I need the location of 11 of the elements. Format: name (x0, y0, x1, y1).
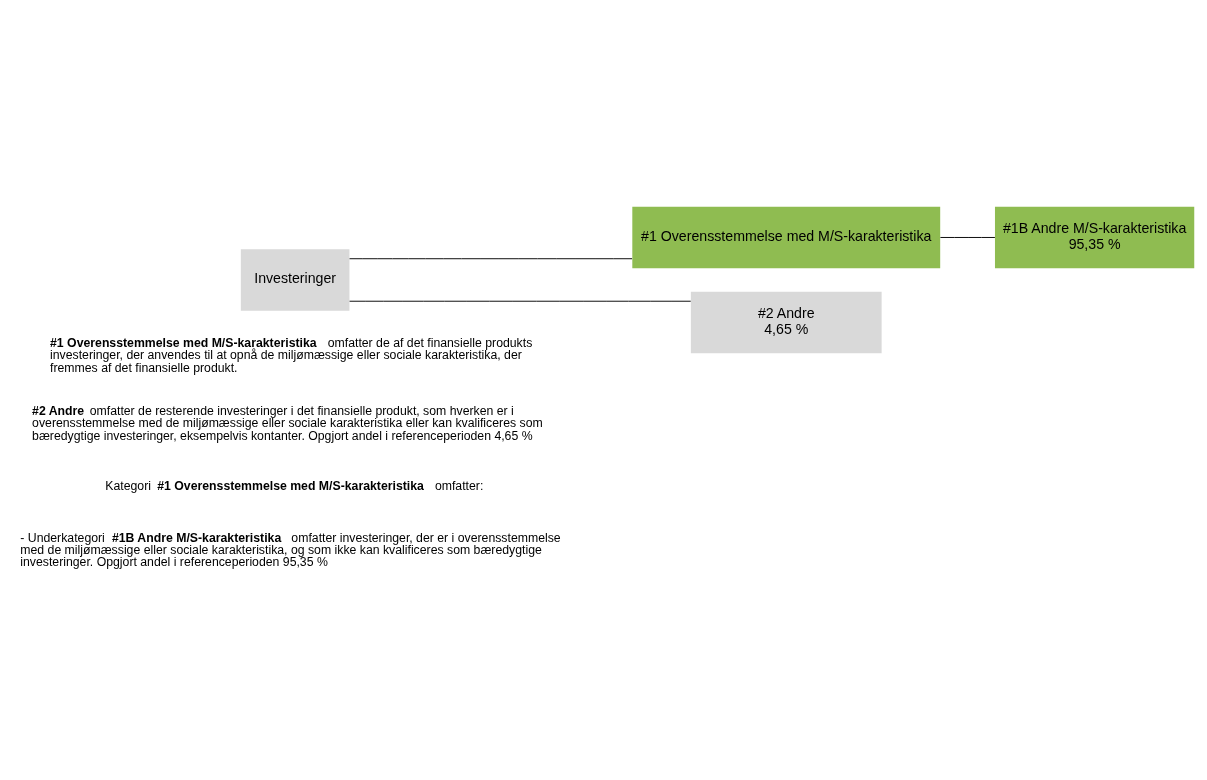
label: - Underkategori #1B Andre M/S-karakteristika omfatter investeringer, der er i overensstemmelse med de miljømæssige eller sociale karakteristika, og som ikke kan kvalificeres som bæredygtige investeringer. Opgjort andel i referenceperioden 95,35 % (20, 530, 561, 570)
label: #2 Andre omfatter de resterende investeringer i det finansielle produkt, som hverken er i overensstemmelse med de miljømæssige eller sociale karakteristika eller kan kvalificeres som bæredygtige investeringer, eksempelvis kontanter. Opgjort andel i referenceperioden 4,65 % (32, 403, 543, 443)
node-box: #2 Andre 4,65 % (690, 291, 882, 354)
node-box: Investeringer (240, 249, 350, 311)
connector (349, 258, 633, 260)
connector (349, 300, 692, 302)
connector (939, 237, 996, 238)
node-box: #1B Andre M/S-karakteristika 95,35 % (994, 206, 1195, 269)
node-box: #1 Overensstemmelse med M/S-karakteristika (632, 206, 941, 269)
label: #1 Overensstemmelse med M/S-karakteristika omfatter de af det finansielle produkts investeringer, der anvendes til at opnå de miljømæssige eller sociale karakteristika, der fremmes af det finansielle produkt. (50, 335, 533, 375)
label: Kategori #1 Overensstemmelse med M/S-karakteristika omfatter: (105, 479, 484, 494)
